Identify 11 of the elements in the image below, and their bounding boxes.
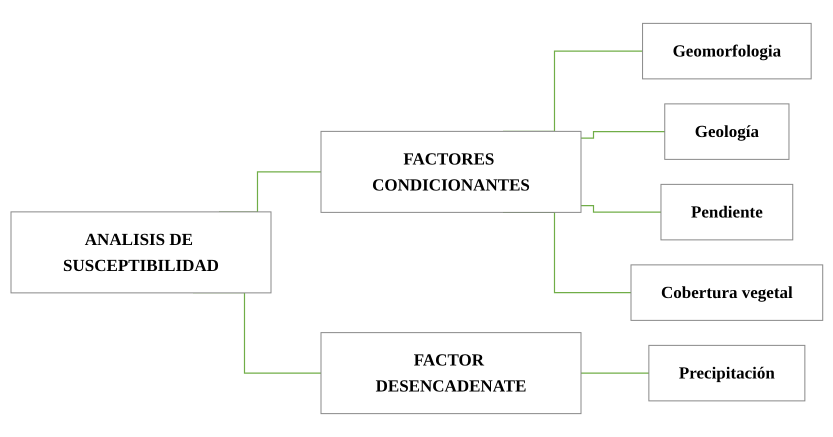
- node-box: ANALISIS DE SUSCEPTIBILIDAD: [10, 211, 272, 294]
- node-box: FACTOR DESENCADENATE: [320, 332, 582, 414]
- connector: [580, 131, 664, 139]
- node-box: Geomorfologia: [642, 22, 812, 80]
- connector: [580, 205, 661, 213]
- node-box: Geología: [664, 103, 790, 160]
- node-box: Cobertura vegetal: [630, 264, 823, 321]
- node-box: Precipitación: [648, 344, 805, 402]
- node-box: Pendiente: [660, 184, 793, 240]
- node-box: FACTORES CONDICIONANTES: [320, 130, 582, 213]
- connector: [580, 372, 648, 374]
